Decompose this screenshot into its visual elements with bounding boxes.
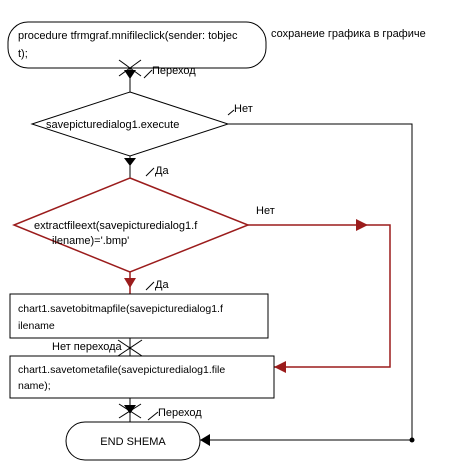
label-transition-top: Переход	[152, 65, 196, 77]
cross-mark	[118, 59, 142, 77]
procedure-line-1: procedure tfrmgraf.mnifileclick(sender: …	[18, 30, 238, 42]
label-no-2: Нет	[256, 205, 275, 217]
label-tick	[145, 281, 155, 291]
decision-extension-line-2: ilename)='.bmp'	[52, 235, 129, 247]
action-save-metafile-line-1: chart1.savetometafile(savepicturedialog1…	[18, 364, 225, 376]
arrow-head-red	[274, 361, 286, 373]
connector-decision1-no	[228, 123, 413, 440]
action-save-bitmap-line-2: ilename	[18, 320, 55, 332]
action-save-metafile-line-2: name);	[18, 380, 51, 392]
end-label: END SHEMA	[100, 436, 166, 448]
action-save-bitmap: chart1.savetobitmapfile(savepicturedialo…	[9, 293, 269, 339]
arrow-head-red	[356, 219, 368, 231]
end-terminal: END SHEMA	[65, 421, 201, 461]
decision-execute: savepicturedialog1.execute	[30, 91, 230, 157]
label-tick	[145, 167, 155, 177]
label-yes-1: Да	[155, 165, 169, 177]
label-yes-2: Да	[155, 279, 169, 291]
arrow-head	[124, 158, 136, 166]
arrow-head	[124, 405, 136, 414]
label-no-transition: Нет перехода	[52, 341, 123, 353]
action-save-metafile: chart1.savetometafile(savepicturedialog1…	[9, 355, 275, 399]
decision-extension: extractfileext(savepicturedialog1.f ilen…	[12, 177, 251, 273]
cross-mark	[117, 339, 143, 357]
decision-extension-line-1: extractfileext(savepicturedialog1.f	[34, 220, 198, 232]
action-save-bitmap-line-1: chart1.savetobitmapfile(savepicturedialo…	[18, 303, 223, 315]
procedure-comment: сохранеие графика в графиче	[271, 28, 426, 40]
label-tick	[143, 69, 153, 79]
label-tick	[227, 109, 235, 116]
connector-decision2-no	[248, 224, 391, 368]
arrow-head	[124, 70, 136, 79]
procedure-start-block: procedure tfrmgraf.mnifileclick(sender: …	[7, 21, 267, 69]
procedure-line-2: t);	[18, 48, 28, 60]
arrow-head-red	[124, 278, 136, 288]
arrow-head	[200, 434, 210, 446]
decision-execute-text: savepicturedialog1.execute	[46, 119, 179, 131]
label-tick	[147, 411, 159, 421]
label-no-1: Нет	[234, 103, 253, 115]
label-transition-bottom: Переход	[158, 407, 202, 419]
